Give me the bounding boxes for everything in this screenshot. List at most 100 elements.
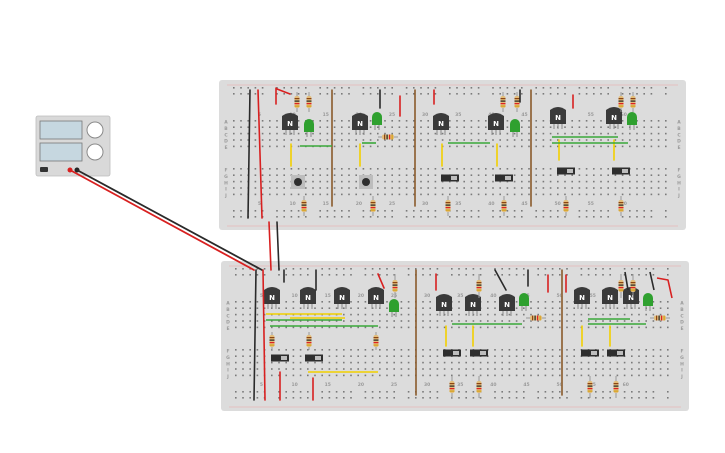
green-led[interactable] bbox=[510, 119, 520, 137]
breadboard-hole[interactable] bbox=[587, 313, 590, 316]
breadboard-hole[interactable] bbox=[357, 355, 359, 357]
breadboard-hole[interactable] bbox=[369, 120, 372, 122]
breadboard-hole[interactable] bbox=[319, 87, 321, 89]
breadboard-hole[interactable] bbox=[528, 126, 530, 128]
breadboard-hole[interactable] bbox=[521, 180, 523, 183]
breadboard-hole[interactable] bbox=[456, 216, 458, 218]
breadboard-hole[interactable] bbox=[667, 361, 669, 364]
npn-transistor[interactable]: N bbox=[368, 287, 384, 309]
breadboard-hole[interactable] bbox=[297, 93, 300, 95]
breadboard-hole[interactable] bbox=[544, 374, 547, 377]
breadboard-hole[interactable] bbox=[542, 120, 545, 122]
breadboard-hole[interactable] bbox=[573, 368, 575, 370]
breadboard-hole[interactable] bbox=[614, 174, 617, 176]
breadboard-hole[interactable] bbox=[449, 193, 451, 196]
breadboard-hole[interactable] bbox=[427, 216, 429, 218]
breadboard-hole[interactable] bbox=[458, 307, 460, 309]
breadboard-hole[interactable] bbox=[434, 187, 437, 189]
breadboard-hole[interactable] bbox=[319, 93, 321, 95]
breadboard-hole[interactable] bbox=[573, 326, 575, 329]
breadboard-hole[interactable] bbox=[362, 87, 365, 89]
breadboard-hole[interactable] bbox=[629, 180, 631, 183]
resistor[interactable] bbox=[587, 376, 593, 398]
breadboard-hole[interactable] bbox=[667, 320, 669, 322]
breadboard-hole[interactable] bbox=[470, 126, 473, 128]
breadboard-hole[interactable] bbox=[283, 93, 285, 95]
breadboard-hole[interactable] bbox=[299, 320, 302, 322]
breadboard-hole[interactable] bbox=[377, 145, 379, 148]
breadboard-hole[interactable] bbox=[242, 355, 244, 357]
green-led[interactable] bbox=[372, 112, 382, 130]
breadboard-hole[interactable] bbox=[261, 187, 264, 189]
breadboard-hole[interactable] bbox=[256, 349, 259, 351]
breadboard-hole[interactable] bbox=[667, 355, 669, 357]
breadboard-hole[interactable] bbox=[242, 313, 244, 316]
breadboard-hole[interactable] bbox=[621, 93, 624, 95]
green-led[interactable] bbox=[643, 293, 653, 311]
breadboard-hole[interactable] bbox=[357, 349, 359, 351]
breadboard-hole[interactable] bbox=[254, 145, 257, 148]
breadboard-hole[interactable] bbox=[285, 326, 287, 329]
breadboard-hole[interactable] bbox=[341, 93, 343, 95]
breadboard-hole[interactable] bbox=[551, 368, 554, 370]
breadboard-hole[interactable] bbox=[494, 320, 496, 322]
breadboard-hole[interactable] bbox=[515, 320, 518, 322]
breadboard-hole[interactable] bbox=[593, 87, 595, 89]
breadboard-hole[interactable] bbox=[290, 168, 293, 170]
breadboard-hole[interactable] bbox=[470, 216, 473, 218]
breadboard-hole[interactable] bbox=[621, 87, 624, 89]
breadboard-hole[interactable] bbox=[343, 320, 345, 322]
breadboard-hole[interactable] bbox=[521, 193, 523, 196]
breadboard-hole[interactable] bbox=[434, 139, 437, 141]
breadboard-hole[interactable] bbox=[261, 139, 264, 141]
resistor[interactable] bbox=[563, 196, 569, 216]
breadboard-hole[interactable] bbox=[333, 180, 336, 183]
breadboard-hole[interactable] bbox=[427, 145, 429, 148]
breadboard-hole[interactable] bbox=[341, 193, 343, 196]
breadboard-hole[interactable] bbox=[551, 397, 554, 399]
breadboard-hole[interactable] bbox=[321, 397, 323, 399]
breadboard-hole[interactable] bbox=[242, 268, 244, 270]
breadboard-hole[interactable] bbox=[665, 139, 667, 141]
breadboard-hole[interactable] bbox=[405, 174, 408, 176]
breadboard-hole[interactable] bbox=[650, 180, 653, 183]
breadboard-hole[interactable] bbox=[355, 139, 357, 141]
breadboard-hole[interactable] bbox=[405, 132, 408, 135]
breadboard-hole[interactable] bbox=[549, 193, 552, 196]
breadboard-hole[interactable] bbox=[580, 313, 583, 316]
breadboard-hole[interactable] bbox=[595, 274, 597, 276]
breadboard-hole[interactable] bbox=[645, 391, 647, 393]
breadboard-hole[interactable] bbox=[542, 93, 545, 95]
breadboard-hole[interactable] bbox=[643, 145, 645, 148]
breadboard-hole[interactable] bbox=[328, 397, 331, 399]
breadboard-hole[interactable] bbox=[600, 145, 602, 148]
breadboard-hole[interactable] bbox=[499, 180, 501, 183]
breadboard-hole[interactable] bbox=[441, 180, 444, 183]
breadboard-hole[interactable] bbox=[602, 274, 604, 276]
breadboard-hole[interactable] bbox=[254, 139, 257, 141]
breadboard-hole[interactable] bbox=[535, 139, 537, 141]
breadboard-hole[interactable] bbox=[386, 397, 388, 399]
breadboard-hole[interactable] bbox=[427, 120, 429, 122]
breadboard-hole[interactable] bbox=[393, 268, 395, 270]
breadboard-hole[interactable] bbox=[386, 307, 388, 309]
breadboard-hole[interactable] bbox=[571, 126, 573, 128]
breadboard-hole[interactable] bbox=[429, 391, 431, 393]
breadboard-hole[interactable] bbox=[542, 132, 545, 135]
breadboard-hole[interactable] bbox=[479, 274, 482, 276]
breadboard-hole[interactable] bbox=[542, 216, 545, 218]
breadboard-hole[interactable] bbox=[652, 374, 655, 377]
breadboard-hole[interactable] bbox=[328, 355, 331, 357]
breadboard-hole[interactable] bbox=[393, 320, 395, 322]
top-breadboard[interactable]: AABBCCDDEEFFGGHHIIJJ55101015152020252530… bbox=[219, 80, 686, 230]
breadboard-hole[interactable] bbox=[506, 216, 509, 218]
breadboard-hole[interactable] bbox=[364, 313, 367, 316]
breadboard-hole[interactable] bbox=[537, 368, 539, 370]
slide-switch[interactable] bbox=[441, 174, 459, 182]
breadboard-hole[interactable] bbox=[249, 320, 251, 322]
breadboard-hole[interactable] bbox=[283, 174, 285, 176]
breadboard-hole[interactable] bbox=[276, 132, 278, 135]
breadboard-hole[interactable] bbox=[458, 391, 460, 393]
breadboard-hole[interactable] bbox=[542, 193, 545, 196]
breadboard-hole[interactable] bbox=[405, 87, 408, 89]
